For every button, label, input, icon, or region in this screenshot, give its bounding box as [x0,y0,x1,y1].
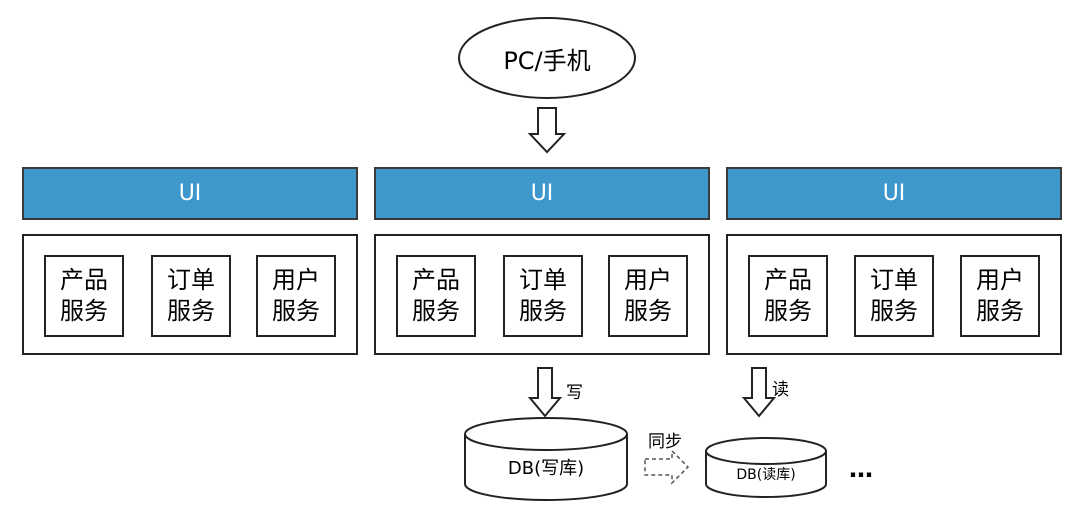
service-label-line2: 服务 [624,297,672,325]
db-read-cylinder [705,437,827,498]
write-label: 写 [566,383,583,403]
ui-bar-3: UI [726,167,1062,220]
db-read-label: DB(读库) [736,467,796,483]
client-ellipse [458,17,636,99]
write-down-arrow [527,367,563,418]
read-label: 读 [772,380,789,400]
service-label-line1: 用户 [272,266,320,294]
sync-dashed-arrow [644,449,690,485]
service-label-line1: 订单 [167,266,215,294]
service-label-line1: 产品 [764,266,812,294]
client-down-arrow [527,107,567,154]
db-write-label: DB(写库) [507,458,585,479]
service-label-line1: 订单 [870,266,918,294]
service-label-line2: 服务 [60,297,108,325]
order-service-box: 订单 服务 [503,255,583,337]
service-label-line2: 服务 [272,297,320,325]
order-service-box: 订单 服务 [151,255,231,337]
ui-bar-1: UI [22,167,358,220]
client-label: PC/手机 [503,46,591,75]
service-label-line1: 用户 [976,266,1024,294]
service-label-line2: 服务 [412,297,460,325]
order-service-box: 订单 服务 [854,255,934,337]
product-service-box: 产品 服务 [748,255,828,337]
service-label-line2: 服务 [870,297,918,325]
product-service-box: 产品 服务 [396,255,476,337]
read-down-arrow [741,367,777,418]
service-instance-3: 产品 服务 订单 服务 用户 服务 [726,234,1062,355]
service-label-line2: 服务 [519,297,567,325]
user-service-box: 用户 服务 [256,255,336,337]
service-instance-1: 产品 服务 订单 服务 用户 服务 [22,234,358,355]
sync-label: 同步 [648,432,682,452]
service-label-line2: 服务 [167,297,215,325]
user-service-box: 用户 服务 [960,255,1040,337]
more-ellipsis: … [849,455,874,483]
service-label-line1: 用户 [624,266,672,294]
ui-bar-2: UI [374,167,710,220]
product-service-box: 产品 服务 [44,255,124,337]
service-label-line2: 服务 [976,297,1024,325]
service-label-line1: 产品 [412,266,460,294]
service-label-line2: 服务 [764,297,812,325]
service-instance-2: 产品 服务 订单 服务 用户 服务 [374,234,710,355]
db-write-cylinder [464,417,628,501]
user-service-box: 用户 服务 [608,255,688,337]
service-label-line1: 产品 [60,266,108,294]
service-label-line1: 订单 [519,266,567,294]
